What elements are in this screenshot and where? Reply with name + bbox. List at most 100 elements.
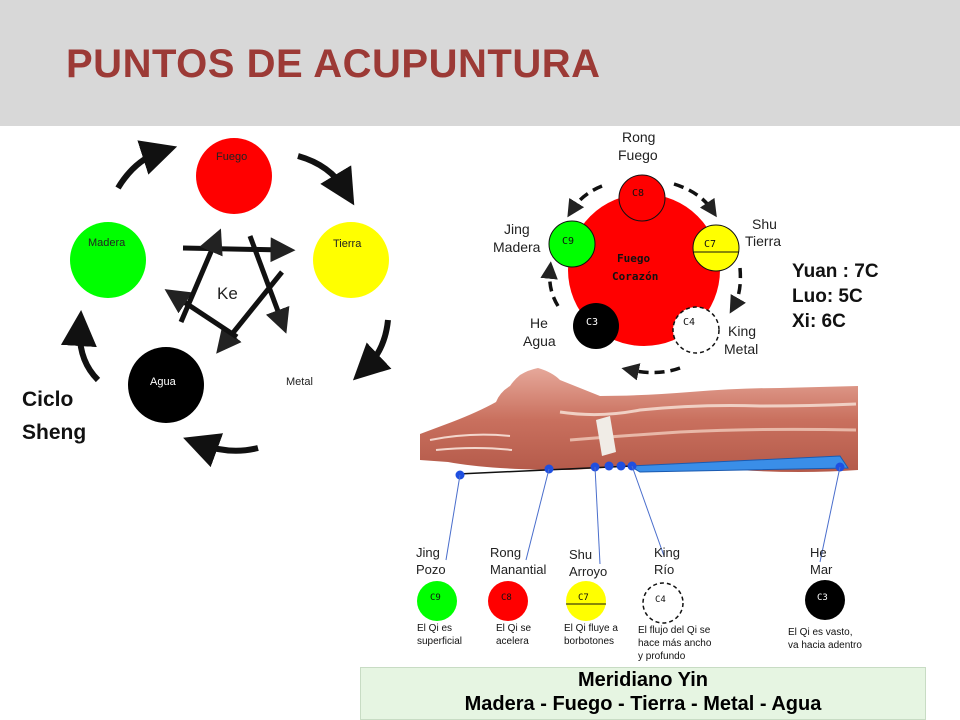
c9-point	[548, 220, 596, 268]
c8-legend-point	[488, 581, 528, 621]
c9-label: C9	[562, 236, 574, 247]
xi-label: Xi: 6C	[792, 311, 846, 332]
ke-arrow	[247, 235, 290, 334]
rong-desc: acelera	[496, 636, 529, 647]
c8-label: C8	[632, 188, 644, 199]
shu-sub: Arroyo	[569, 564, 607, 579]
jing-sub: Pozo	[416, 562, 446, 577]
king-desc: El flujo del Qi se	[638, 625, 711, 636]
he-name: He	[810, 545, 827, 560]
finger-line	[435, 447, 513, 451]
fuego-node	[196, 138, 272, 214]
fuego-label: Fuego	[216, 151, 247, 163]
c4-point	[672, 306, 720, 354]
c8-legend-label: C8	[501, 593, 512, 603]
heart-center-line1: Fuego	[617, 252, 650, 265]
banner-title: Meridiano Yin	[577, 669, 709, 691]
king-element: Metal	[724, 341, 758, 357]
he-desc: va hacia adentro	[788, 640, 862, 651]
ciclo-label: Ciclo	[22, 388, 73, 411]
cycle-arrow	[352, 319, 392, 381]
yuan-label: Yuan : 7C	[792, 261, 879, 282]
shu-label: Shu	[752, 216, 777, 232]
title-bar	[0, 0, 960, 126]
banner-sequence: Madera - Fuego - Tierra - Metal - Agua	[464, 693, 822, 715]
heart-wheel: Fuego Corazón C8 C7 C4 C3 C9 Rong Fuego …	[493, 129, 879, 381]
cycle-arrow	[297, 153, 355, 206]
c4-label: C4	[683, 317, 695, 328]
c7-legend-point	[566, 581, 606, 621]
c9-legend-point	[417, 581, 457, 621]
cycle-arrow	[115, 140, 178, 190]
c7-point	[692, 224, 740, 272]
ke-arrow	[182, 237, 296, 263]
he-desc: El Qi es vasto,	[788, 627, 852, 638]
rong-desc: El Qi se	[496, 623, 531, 634]
wheel-arrow	[567, 184, 603, 218]
shu-element: Tierra	[745, 233, 781, 249]
arm-muscle	[420, 368, 858, 472]
jing-name: Jing	[416, 545, 440, 560]
pointer-line	[525, 468, 550, 561]
tendon-line	[559, 402, 857, 417]
he-label: He	[530, 315, 548, 331]
finger-line	[429, 433, 511, 441]
ke-label: Ke	[217, 284, 238, 303]
luo-label: Luo: 5C	[792, 286, 863, 307]
king-desc: hace más ancho	[638, 638, 712, 649]
he-sub: Mar	[810, 562, 833, 577]
sheng-cycle: Ke Fuego Tierra Metal Agua Madera Ciclo …	[22, 138, 392, 468]
c4-legend-point	[642, 582, 684, 624]
arm-illustration	[420, 368, 858, 565]
king-desc: y profundo	[638, 651, 686, 662]
c3-legend-point	[805, 580, 845, 620]
jing-label: Jing	[504, 221, 530, 237]
shu-name: Shu	[569, 547, 592, 562]
ke-arrow	[164, 289, 239, 340]
he-element: Agua	[523, 333, 556, 349]
c7-legend-label: C7	[578, 593, 589, 603]
shu-desc: borbotones	[564, 636, 614, 647]
ke-arrow	[178, 228, 223, 323]
meridian-band	[628, 455, 849, 473]
madera-label: Madera	[88, 237, 126, 249]
king-label: King	[728, 323, 756, 339]
c7-label: C7	[704, 239, 716, 250]
jing-element: Madera	[493, 239, 541, 255]
wheel-arrow	[621, 363, 681, 381]
rong-element: Fuego	[618, 147, 658, 163]
rong-sub: Manantial	[490, 562, 546, 577]
rong-label: Rong	[622, 129, 655, 145]
shu-desc: El Qi fluye a	[564, 623, 618, 634]
c3-label: C3	[586, 317, 598, 328]
meridian-banner: Meridiano Yin Madera - Fuego - Tierra - …	[360, 667, 926, 720]
c3-legend-label: C3	[817, 593, 828, 603]
agua-label: Agua	[150, 376, 177, 388]
wheel-arrow	[673, 182, 717, 218]
agua-node	[128, 347, 204, 423]
pointer-line	[594, 466, 601, 565]
madera-node	[70, 222, 146, 298]
c3-point	[573, 303, 619, 349]
page-title: PUNTOS DE ACUPUNTURA	[66, 42, 601, 86]
jing-desc: El Qi es	[417, 623, 452, 634]
metal-label: Metal	[286, 376, 313, 388]
pointer-line	[631, 465, 665, 557]
arm-point-legend: Jing Pozo C9 El Qi es superficial Rong M…	[416, 545, 862, 662]
king-sub: Río	[654, 562, 674, 577]
heart-center-line2: Corazón	[612, 270, 658, 283]
pointer-line	[819, 466, 841, 563]
jing-desc: superficial	[417, 636, 462, 647]
tierra-node	[313, 222, 389, 298]
tierra-label: Tierra	[333, 238, 362, 250]
c8-point	[618, 174, 666, 222]
arm-point	[604, 461, 614, 471]
metal-node	[265, 343, 341, 419]
cycle-arrow	[183, 433, 259, 468]
wrist-band	[596, 416, 616, 456]
wheel-arrow	[729, 267, 746, 314]
c4-legend-label: C4	[655, 595, 666, 605]
c9-legend-label: C9	[430, 593, 441, 603]
pointer-line	[445, 474, 461, 561]
king-name: King	[654, 545, 680, 560]
